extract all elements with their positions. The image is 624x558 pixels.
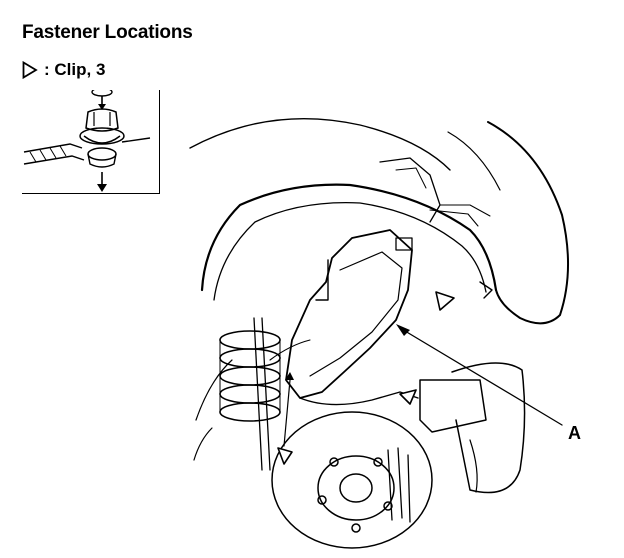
liner-panel (285, 229, 413, 399)
clip-marker-triangle (435, 291, 455, 311)
fender-outer-arc (189, 118, 451, 171)
fender-upper-edge (487, 121, 570, 325)
brake-rotor (271, 411, 433, 549)
legend: : Clip, 3 (22, 60, 105, 80)
callout-label-a: A (568, 423, 581, 443)
clip-marker-triangle (399, 389, 417, 405)
coil-spring (219, 330, 281, 422)
wheel-arch-liner (200, 183, 498, 292)
legend-text: : Clip, 3 (44, 60, 106, 79)
leader-line-a (399, 327, 563, 426)
clip-marker-triangle (277, 447, 293, 465)
page-title: Fastener Locations (22, 22, 193, 43)
clip-square (395, 237, 413, 251)
clip-detail-illustration (23, 87, 151, 192)
triangle-outline-icon (22, 61, 38, 79)
clip-inset (22, 87, 160, 194)
